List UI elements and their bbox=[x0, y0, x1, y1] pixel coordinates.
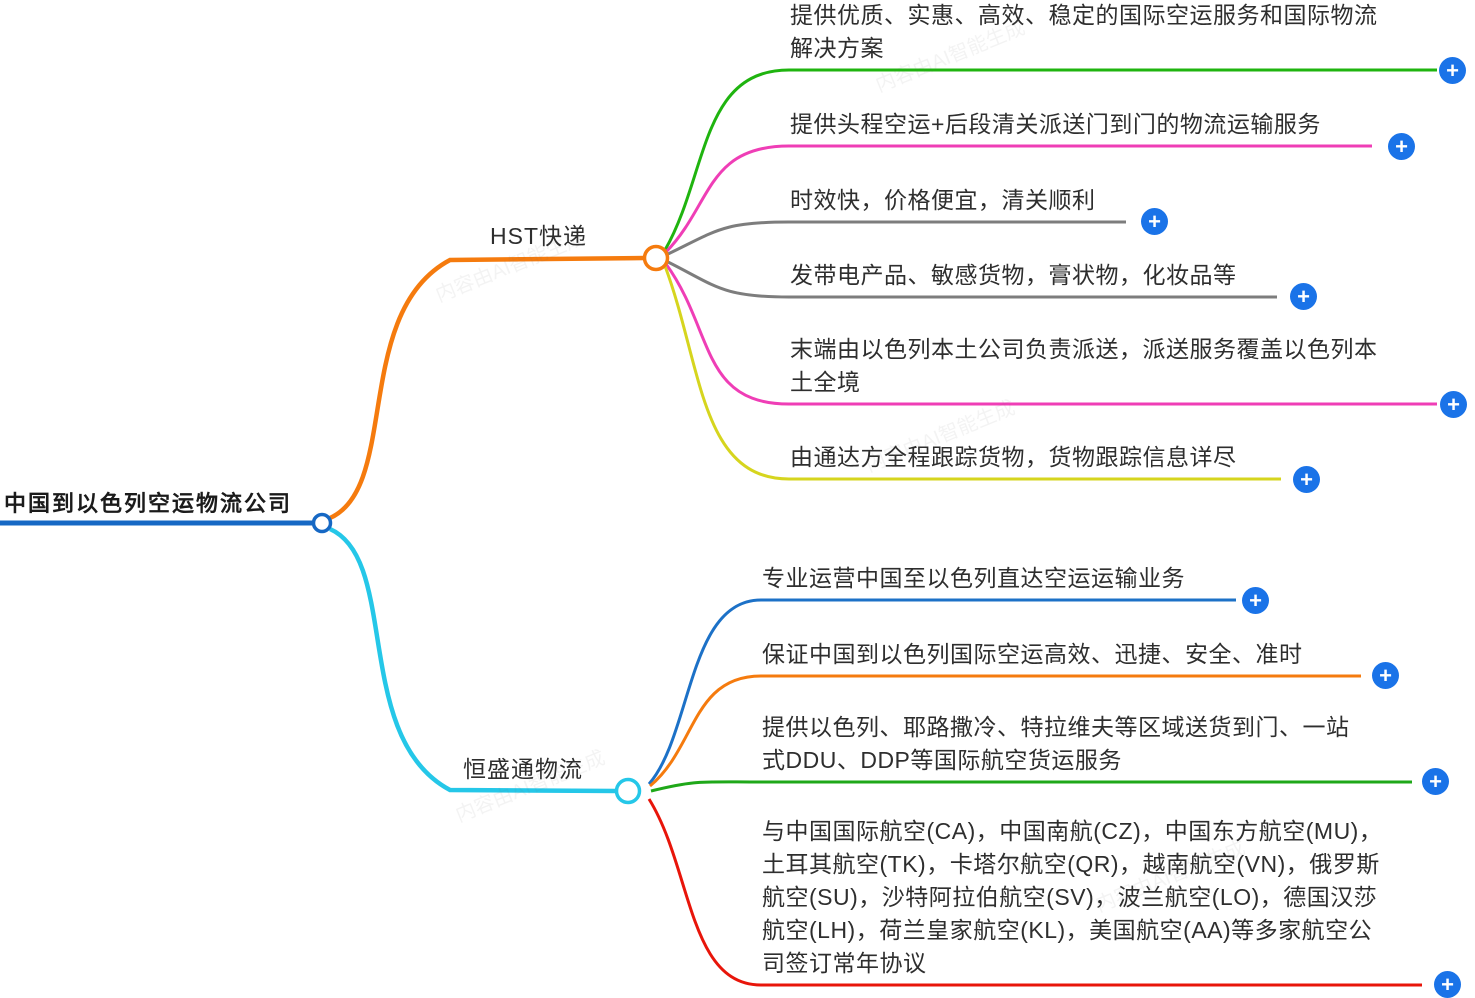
expand-plus-button[interactable]: + bbox=[1242, 587, 1269, 614]
hst-node-circle[interactable] bbox=[642, 244, 670, 272]
branch-label-hengshengtong[interactable]: 恒盛通物流 bbox=[463, 756, 583, 782]
expand-plus-button[interactable]: + bbox=[1372, 662, 1399, 689]
root-node-label[interactable]: 中国到以色列空运物流公司 bbox=[4, 491, 293, 516]
leaf-hst-3[interactable]: 发带电产品、敏感货物，膏状物，化妆品等 bbox=[790, 262, 1237, 288]
leaf-hstl-1[interactable]: 保证中国到以色列国际空运高效、迅捷、安全、准时 bbox=[762, 641, 1303, 667]
leaf-hstl-0[interactable]: 专业运营中国至以色列直达空运运输业务 bbox=[762, 565, 1185, 591]
leaf-hst-0[interactable]: 提供优质、实惠、高效、稳定的国际空运服务和国际物流解决方案 bbox=[790, 2, 1378, 61]
hengshengtong-node-circle[interactable] bbox=[614, 777, 642, 805]
root-node-circle[interactable] bbox=[311, 512, 333, 534]
expand-plus-button[interactable]: + bbox=[1290, 283, 1317, 310]
leaf-hstl-3[interactable]: 与中国国际航空(CA)，中国南航(CZ)，中国东方航空(MU)，土耳其航空(TK… bbox=[762, 818, 1383, 976]
expand-plus-button[interactable]: + bbox=[1422, 768, 1449, 795]
leaf-hst-4[interactable]: 末端由以色列本土公司负责派送，派送服务覆盖以色列本土全境 bbox=[790, 336, 1378, 395]
leaf-line-hst-2 bbox=[667, 220, 1126, 256]
expand-plus-button[interactable]: + bbox=[1388, 133, 1415, 160]
expand-plus-button[interactable]: + bbox=[1440, 391, 1467, 418]
leaf-hstl-2[interactable]: 提供以色列、耶路撒冷、特拉维夫等区域送货到门、一站式DDU、DDP等国际航空货运… bbox=[762, 714, 1350, 773]
leaf-hst-1[interactable]: 提供头程空运+后段清关派送门到门的物流运输服务 bbox=[790, 111, 1321, 137]
leaf-line-hstl-2 bbox=[650, 780, 1412, 793]
expand-plus-button[interactable]: + bbox=[1293, 466, 1320, 493]
branch-label-hst[interactable]: HST快递 bbox=[490, 223, 587, 249]
expand-plus-button[interactable]: + bbox=[1439, 57, 1466, 84]
leaf-hst-2[interactable]: 时效快，价格便宜，清关顺利 bbox=[790, 187, 1096, 213]
leaf-line-hst-0 bbox=[663, 68, 1437, 251]
expand-plus-button[interactable]: + bbox=[1141, 208, 1168, 235]
leaf-hst-5[interactable]: 由通达方全程跟踪货物，货物跟踪信息详尽 bbox=[790, 444, 1237, 470]
branch-line-hst bbox=[329, 255, 646, 521]
